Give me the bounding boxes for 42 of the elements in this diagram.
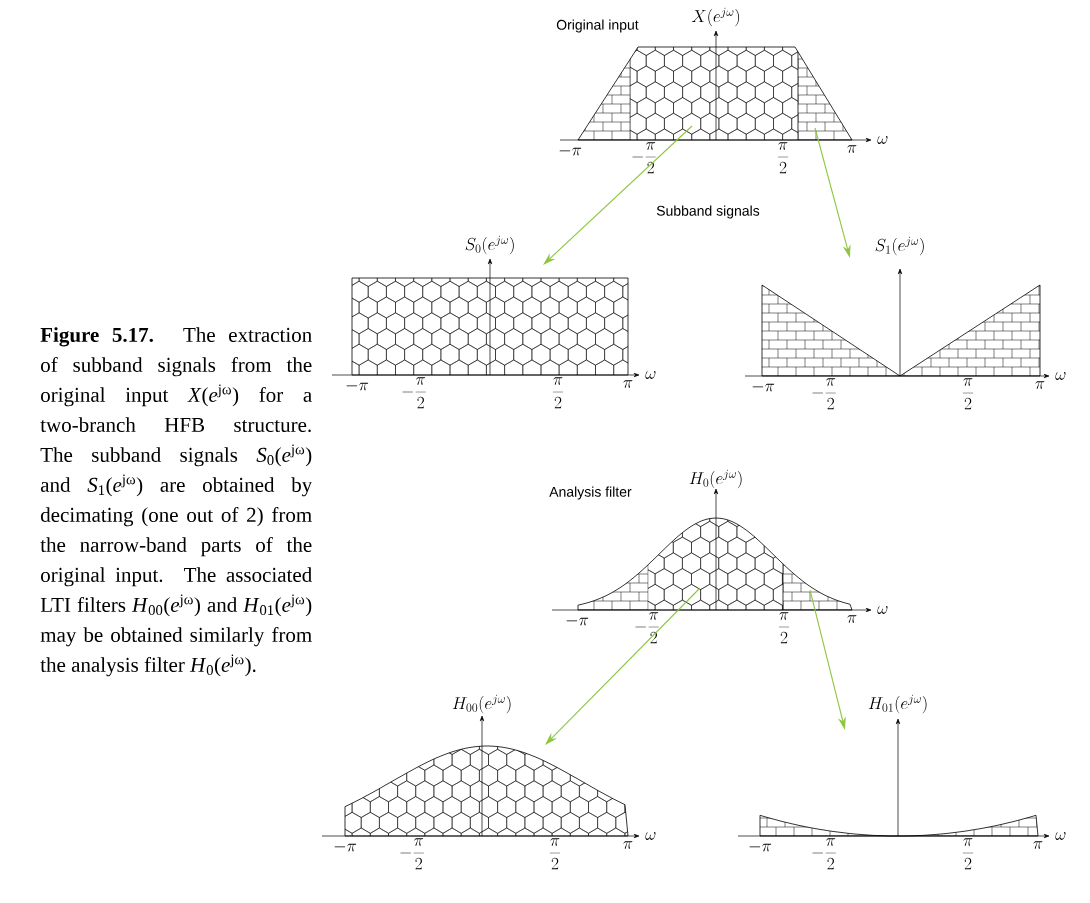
axis-label: $S_1(e^{j\omega})$: [875, 236, 924, 256]
axis-label: $\omega$: [877, 136, 888, 144]
tick-label: $-\pi$: [752, 383, 775, 392]
tick-label: $\pi$: [1035, 381, 1045, 389]
panel-title: Original input: [556, 19, 639, 33]
tick-label: $-\pi$: [334, 843, 357, 852]
axis-label: $\omega$: [1055, 372, 1066, 380]
tick-label: $\frac{\pi}{2}$: [777, 142, 789, 174]
arrow: [543, 125, 693, 265]
axis-label: $\omega$: [877, 606, 888, 614]
tick-label: $-\pi$: [559, 147, 582, 156]
axis-label: $H_{00}(e^{j\omega})$: [452, 694, 511, 714]
tick-label: $-\frac{\pi}{2}$: [635, 612, 659, 644]
tick-label: $-\frac{\pi}{2}$: [632, 142, 656, 174]
tick-label: $\pi$: [847, 145, 857, 153]
panel-title: Subband signals: [656, 205, 760, 219]
axis-label: $H_0(e^{j\omega})$: [689, 469, 742, 489]
axis-label: $\omega$: [645, 832, 656, 840]
tick-label: $\pi$: [623, 841, 633, 849]
tick-label: $-\pi$: [566, 617, 589, 626]
tick-label: $\pi$: [1033, 841, 1043, 849]
caption: Figure 5.17. The extraction of subband signals from the original input X(e$^{jω}$) for a two-branch HFB structure. The subband signals S$_{0}$(e$^{jω}$) and S$_{1}$(e$^{jω}$) are obtained by decimating (one out of 2) from the narrow-band parts of the original input. The associated LTI filters H$_{00}$(e$^{jω}$) and H$_{01}$(e$^{jω}$) may be obtained similarly from the analysis filter H$_{0}$(e$^{jω}$).: [40, 327, 313, 677]
tick-label: $-\frac{\pi}{2}$: [812, 378, 836, 410]
axis-label: $S_0(e^{j\omega})$: [465, 235, 514, 255]
tick-label: $\frac{\pi}{2}$: [778, 612, 790, 644]
tick-label: $-\pi$: [346, 382, 369, 391]
tick-label: $-\frac{\pi}{2}$: [402, 377, 426, 409]
tick-label: $-\frac{\pi}{2}$: [400, 838, 424, 870]
axis-label: $\omega$: [1055, 832, 1066, 840]
tick-label: $\pi$: [623, 380, 633, 388]
panel-title: Analysis filter: [549, 486, 632, 500]
tick-label: $\frac{\pi}{2}$: [552, 377, 564, 409]
tick-label: $\frac{\pi}{2}$: [962, 378, 974, 410]
tick-label: $\frac{\pi}{2}$: [549, 838, 561, 870]
tick-label: $\frac{\pi}{2}$: [962, 838, 974, 870]
axis-label: $\omega$: [645, 371, 656, 379]
arrow: [545, 587, 701, 745]
tick-label: $-\frac{\pi}{2}$: [812, 838, 836, 870]
axis-label: $X(e^{j\omega})$: [691, 7, 740, 27]
axis-label: $H_{01}(e^{j\omega})$: [868, 694, 927, 714]
tick-label: $-\pi$: [749, 843, 772, 852]
tick-label: $\pi$: [847, 615, 857, 623]
